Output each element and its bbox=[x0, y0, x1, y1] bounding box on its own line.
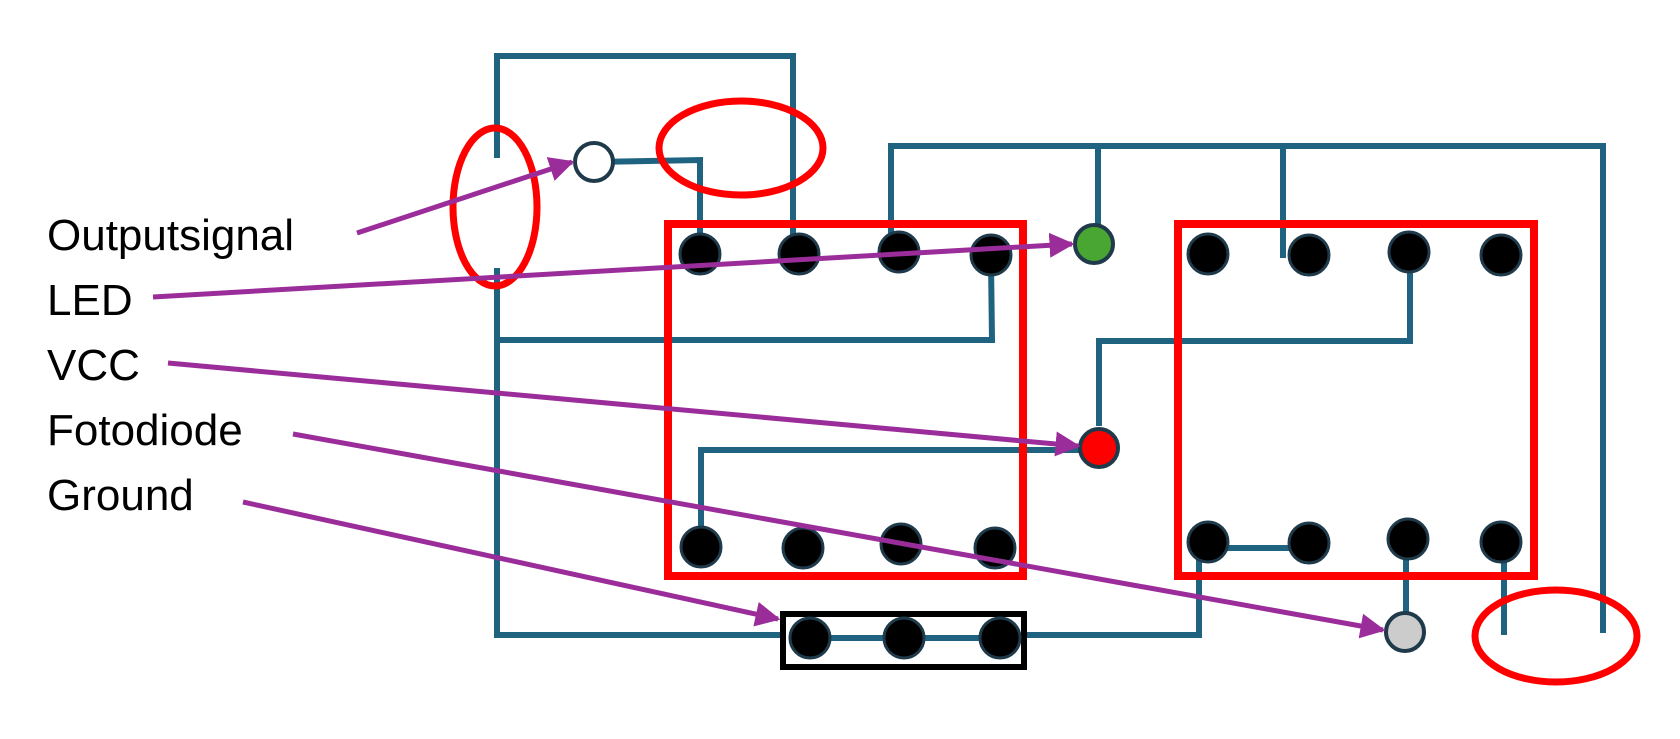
arrow-vcc bbox=[167, 360, 1081, 457]
arrow-output bbox=[356, 157, 575, 236]
callout-arrows bbox=[152, 157, 1386, 639]
wire-ground-return bbox=[1025, 560, 1202, 638]
photodiode-node bbox=[1384, 611, 1426, 653]
arrow-photodiode bbox=[292, 431, 1386, 639]
vcc-node bbox=[1078, 427, 1120, 469]
pin-right-bottom-2 bbox=[1287, 521, 1331, 565]
arrow-led bbox=[152, 232, 1075, 300]
highlight-ellipse-left bbox=[449, 124, 541, 290]
wire-left-rail bbox=[494, 268, 785, 638]
wire-vcc-node bbox=[1096, 262, 1413, 426]
pin-left-bottom-2 bbox=[781, 526, 825, 570]
chip-right-pins bbox=[1186, 230, 1523, 565]
wire-top-left-bus bbox=[497, 261, 996, 343]
ground-connector bbox=[780, 611, 1027, 670]
label-vcc: VCC bbox=[47, 341, 140, 390]
highlight-marks bbox=[449, 97, 1641, 686]
pin-right-bottom-3 bbox=[1386, 517, 1430, 561]
ground-connector-pins bbox=[788, 616, 1022, 660]
pin-left-bottom-1 bbox=[679, 525, 723, 569]
chip-left bbox=[664, 220, 1027, 580]
pin-ground-2 bbox=[882, 616, 926, 660]
pin-right-bottom-1 bbox=[1186, 520, 1230, 564]
label-photodiode: Fotodiode bbox=[47, 406, 243, 455]
highlight-ellipse-right bbox=[1471, 586, 1641, 686]
pin-right-top-3 bbox=[1387, 230, 1431, 274]
pin-right-bottom-4 bbox=[1479, 520, 1523, 564]
pin-right-top-2 bbox=[1287, 233, 1331, 277]
pin-left-top-4 bbox=[969, 233, 1013, 277]
chip-left-pins bbox=[678, 230, 1017, 570]
pin-right-top-1 bbox=[1186, 232, 1230, 276]
arrow-ground bbox=[242, 499, 781, 627]
highlight-ellipse-top bbox=[655, 97, 827, 199]
label-output: Outputsignal bbox=[47, 211, 294, 260]
wire-vcc-to-bottom-left bbox=[698, 447, 1080, 545]
wire-vcc-bus bbox=[888, 143, 1606, 633]
pin-right-top-4 bbox=[1479, 233, 1523, 277]
wire-output-loop bbox=[494, 53, 796, 254]
led-node bbox=[1073, 223, 1115, 265]
pin-ground-3 bbox=[978, 616, 1022, 660]
pin-ground-1 bbox=[788, 616, 832, 660]
chip-right bbox=[1174, 220, 1538, 580]
label-ground: Ground bbox=[47, 471, 194, 520]
output-node bbox=[573, 141, 615, 183]
pin-left-top-2 bbox=[777, 232, 821, 276]
label-led: LED bbox=[47, 276, 133, 325]
